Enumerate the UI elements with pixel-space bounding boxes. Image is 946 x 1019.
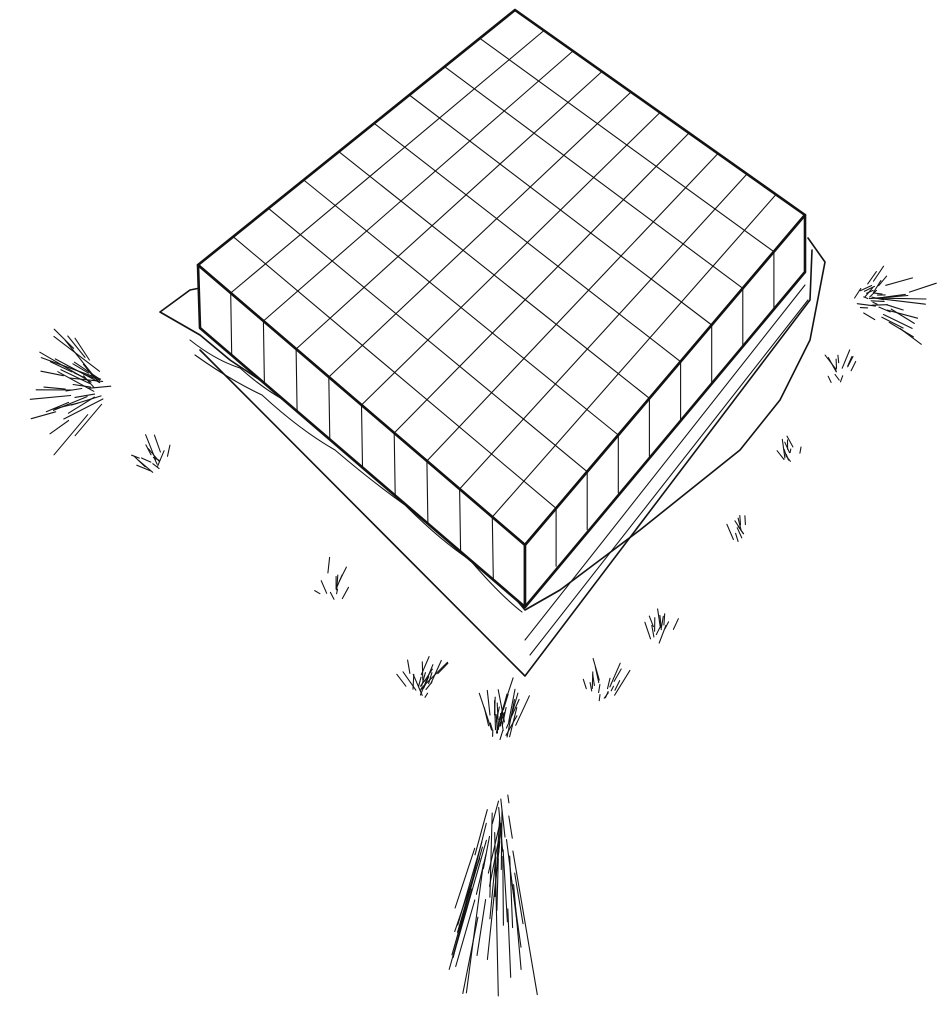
- fringe-stroke: [408, 660, 410, 673]
- fringe-stroke: [855, 288, 861, 298]
- fringe-stroke: [500, 731, 503, 740]
- fringe-stroke: [54, 415, 88, 455]
- fringe-stroke: [484, 708, 488, 726]
- fringe-stroke: [50, 421, 69, 434]
- fringe-stroke: [54, 397, 88, 411]
- fringe-stroke: [342, 587, 348, 598]
- fringe-stroke: [449, 889, 472, 969]
- fringe-stroke: [745, 516, 746, 525]
- fringe-stroke: [649, 616, 653, 627]
- fringe-stroke: [864, 313, 875, 320]
- fringe-stroke: [514, 885, 522, 970]
- block-top-face: [198, 10, 805, 545]
- fringe-stroke: [458, 842, 482, 925]
- fringe-stroke: [664, 614, 665, 625]
- fringe-stroke: [46, 402, 68, 411]
- fringe-stroke: [487, 690, 490, 715]
- fringe-stroke: [838, 355, 839, 362]
- fringe-stroke: [599, 684, 600, 692]
- fringe-stroke: [158, 451, 165, 467]
- fringe-stroke: [592, 672, 593, 689]
- fringe-stroke: [509, 816, 513, 838]
- fringe-stroke: [652, 625, 654, 637]
- fringe-stroke: [154, 435, 160, 452]
- fringe-stroke: [65, 340, 98, 382]
- fringe-stroke: [487, 842, 499, 960]
- fringe-stroke: [321, 581, 327, 594]
- fringe-stroke: [397, 674, 406, 686]
- fringe-stroke: [886, 278, 913, 285]
- fringe-stroke: [611, 686, 613, 691]
- fringe-stroke: [492, 801, 498, 824]
- fringe-stroke: [800, 447, 801, 453]
- fringe-stroke: [477, 900, 486, 956]
- fringe-stroke: [879, 276, 887, 286]
- fringe-stroke: [168, 445, 170, 456]
- fringe-stroke: [475, 810, 487, 855]
- fringe-stroke: [422, 662, 423, 680]
- fringe-stroke: [31, 412, 56, 419]
- fringe-stroke: [872, 305, 888, 306]
- fringe-stroke: [835, 374, 839, 380]
- fringe-stroke: [851, 362, 856, 371]
- fringe-stroke: [503, 856, 504, 925]
- fringe-stroke: [490, 813, 492, 897]
- fringe-stroke: [825, 355, 836, 369]
- fringe-stroke: [871, 301, 884, 302]
- fringe-stroke: [75, 338, 89, 360]
- fringe-stroke: [615, 670, 630, 695]
- fringe-stroke: [328, 557, 330, 573]
- fringe-stroke: [88, 386, 111, 388]
- fringe-stroke: [583, 679, 586, 688]
- fringe-stroke: [879, 307, 890, 312]
- fringe-stroke: [887, 305, 903, 310]
- fringe-stroke: [425, 693, 428, 697]
- fringe-stroke: [590, 683, 592, 691]
- fringe-stroke: [645, 622, 651, 639]
- fringe-stroke: [887, 310, 917, 318]
- fringe-stroke: [909, 283, 936, 292]
- fringe-stroke: [841, 376, 843, 382]
- fringe-stroke: [662, 616, 664, 627]
- fringe-stroke: [337, 575, 338, 590]
- fringe-stroke: [315, 591, 320, 594]
- fringe-stroke: [508, 909, 511, 977]
- fringe-stroke: [884, 315, 913, 329]
- fringe-stroke: [736, 533, 739, 541]
- fringe-stroke: [868, 272, 877, 284]
- fringe-stroke: [889, 322, 913, 337]
- fringe-stroke: [44, 387, 65, 389]
- fringe-stroke: [604, 693, 608, 698]
- fringe-stroke: [659, 626, 666, 644]
- fringe-stroke: [673, 619, 678, 630]
- fringe-stroke: [599, 695, 600, 701]
- fringe-stroke: [508, 795, 509, 803]
- fringe-stroke: [75, 404, 102, 435]
- fringe-stroke: [727, 524, 734, 539]
- fringe-stroke: [30, 396, 70, 400]
- fringe-stroke: [330, 592, 334, 599]
- fringe-stroke: [516, 696, 530, 726]
- fringe-stroke: [41, 358, 100, 380]
- fringe-stroke: [874, 293, 882, 294]
- fringe-stroke: [75, 394, 95, 397]
- fringe-stroke: [848, 357, 853, 367]
- fringe-stroke: [864, 297, 868, 299]
- fringe-stroke: [339, 567, 346, 581]
- fringe-stroke: [142, 458, 151, 462]
- fringe-stroke: [828, 376, 831, 382]
- fringe-stroke: [790, 449, 791, 452]
- fringe-stroke: [656, 628, 660, 635]
- fringe-stroke: [463, 917, 478, 993]
- fringe-stroke: [873, 302, 877, 304]
- fringe-stroke: [777, 451, 784, 460]
